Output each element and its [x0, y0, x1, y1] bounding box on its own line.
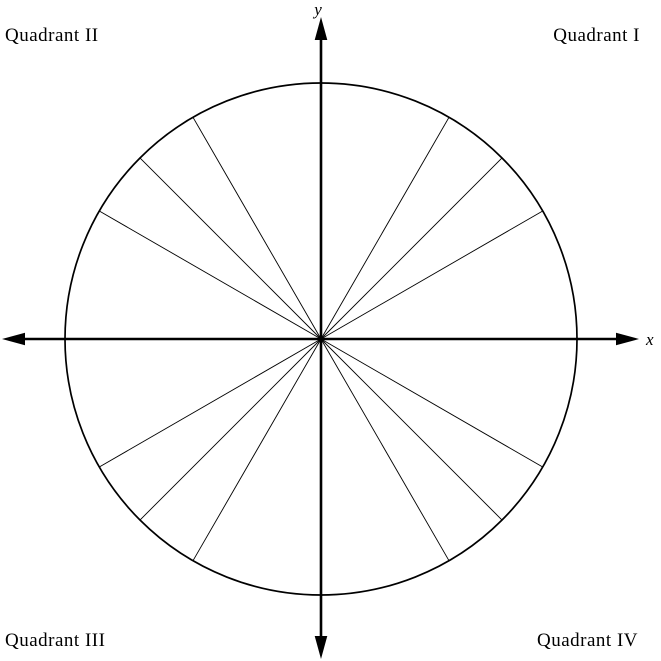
radial-line-240deg: [192, 338, 322, 561]
radial-line-300deg: [320, 338, 450, 561]
radial-line-120deg: [192, 117, 322, 340]
radial-line-30deg: [320, 210, 543, 340]
x-axis-label: x: [645, 330, 654, 349]
radial-line-60deg: [320, 117, 450, 340]
radial-line-330deg: [320, 338, 543, 468]
radial-line-150deg: [99, 210, 322, 340]
quadrant-2-label: Quadrant II: [5, 25, 99, 46]
x-axis-right-arrowhead-icon: [616, 332, 639, 346]
radial-line-135deg: [139, 157, 322, 340]
quadrant-1-label: Quadrant I: [553, 25, 640, 46]
radial-line-225deg: [139, 338, 322, 521]
y-axis-bottom-arrowhead-icon: [314, 636, 328, 659]
unit-circle: [64, 82, 578, 596]
radial-line-210deg: [99, 338, 322, 468]
quadrant-4-label: Quadrant IV: [537, 630, 638, 651]
quadrant-3-label: Quadrant III: [5, 630, 105, 651]
y-axis-label: y: [312, 0, 322, 19]
y-axis-top-arrowhead-icon: [314, 17, 328, 40]
radial-line-45deg: [320, 157, 503, 340]
x-axis-left-arrowhead-icon: [2, 332, 25, 346]
radial-lines: [99, 117, 543, 561]
radial-line-315deg: [320, 338, 503, 521]
